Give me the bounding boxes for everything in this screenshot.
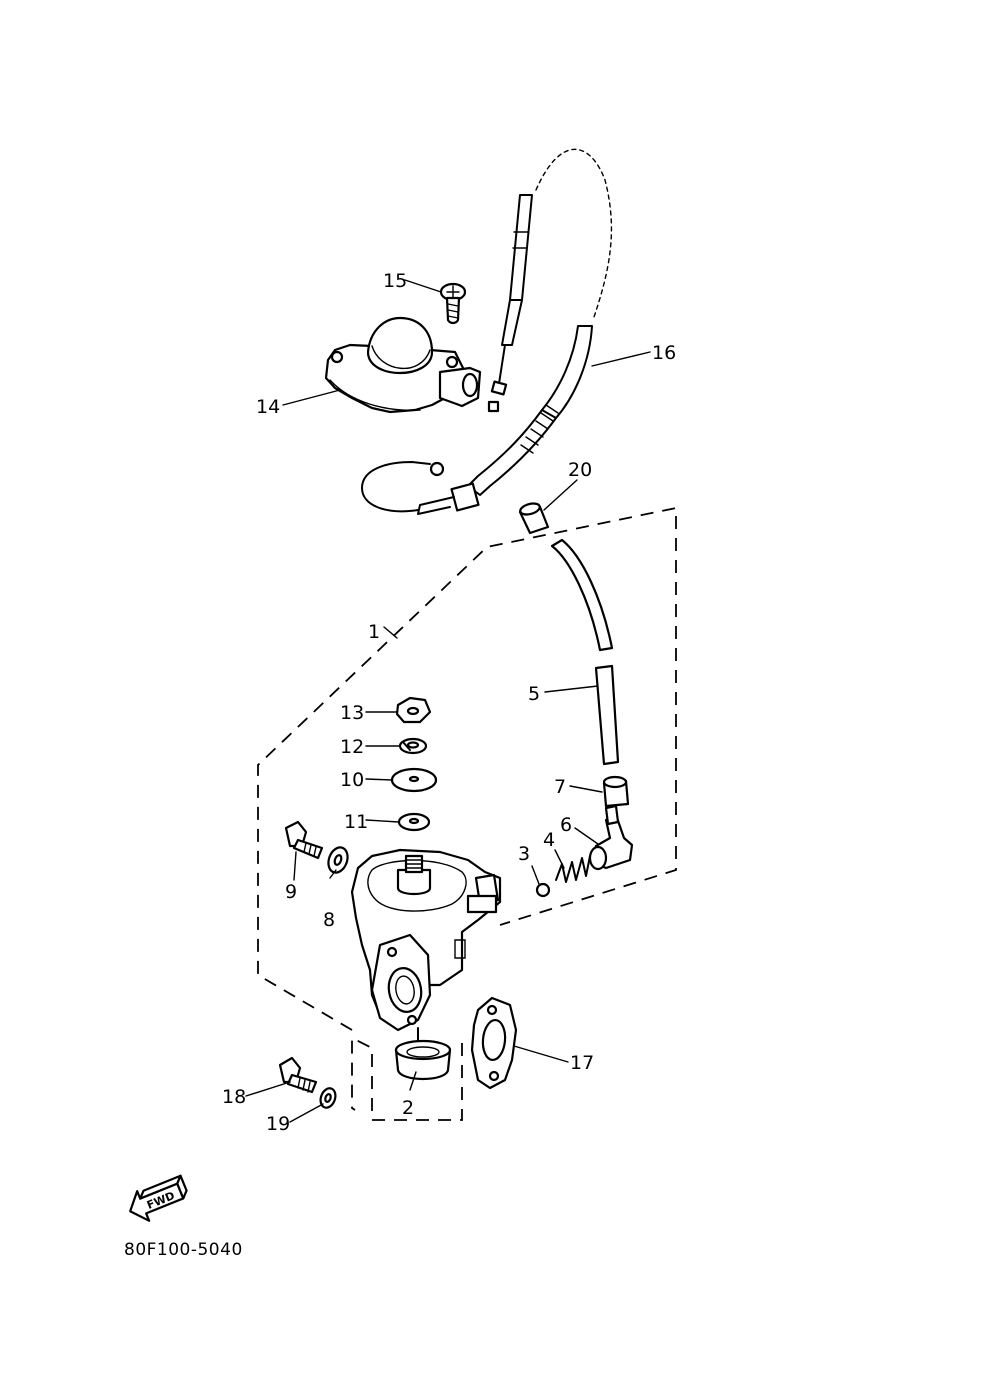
callout-4: 4 [543,829,555,851]
callout-5: 5 [528,683,540,705]
callout-14: 14 [256,396,280,418]
fwd-arrow: FWD [129,1174,188,1222]
callout-10: 10 [340,769,364,791]
assembly-boundary-outer [257,506,677,1031]
callout-1: 1 [368,621,380,643]
part-11-washer [397,812,431,832]
callout-19: 19 [266,1113,290,1135]
part-3-ball [535,882,551,898]
part-12-lockwasher [398,737,428,755]
callout-7: 7 [554,776,566,798]
callout-2: 2 [402,1097,414,1119]
part-13-nut [395,696,432,724]
callout-15: 15 [383,270,407,292]
callout-12: 12 [340,736,364,758]
callout-20: 20 [568,459,592,481]
part-6-elbow [588,804,634,871]
part-9-bolt [284,820,324,860]
part-10-washer [390,767,438,793]
part-4-spring [555,855,591,883]
callout-9: 9 [285,881,297,903]
part-20-collar [518,502,550,535]
callouts: 1 2 3 4 5 6 7 8 9 10 11 12 13 14 15 16 1… [222,270,676,1135]
callout-18: 18 [222,1086,246,1108]
callout-13: 13 [340,702,364,724]
callout-17: 17 [570,1052,594,1074]
part-19-washer [319,1087,337,1109]
callout-11: 11 [344,811,368,833]
part-17-gasket [470,996,518,1090]
part-15-screw [439,282,467,325]
part-7-sleeve [602,775,630,808]
callout-8: 8 [323,909,335,931]
callout-6: 6 [560,814,572,836]
part-2-seal [394,1027,452,1080]
part-8-washer [327,846,349,874]
callout-3: 3 [518,843,530,865]
leader-lines [245,279,651,1123]
part-14-cover [324,316,482,414]
pump-body [350,848,502,1032]
assembly-boundary [351,1036,463,1121]
callout-16: 16 [652,342,676,364]
part-5-hose [550,538,620,766]
part-16-cable [361,148,613,515]
part-18-bolt [278,1056,318,1094]
part-number: 80F100-5040 [124,1240,243,1260]
